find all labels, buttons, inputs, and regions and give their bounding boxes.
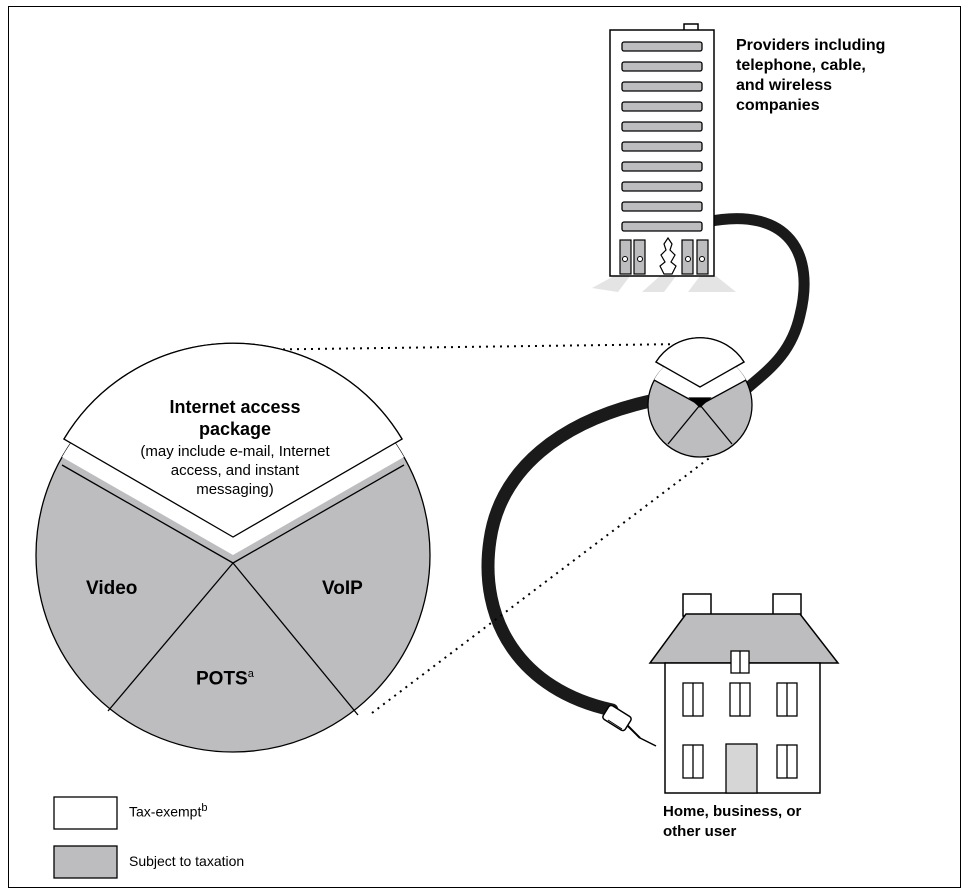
package-title-line: Internet access [169, 397, 301, 417]
provider-building-icon [592, 23, 736, 292]
user-label-line: Home, business, or [663, 803, 802, 820]
package-description-line: access, and instant [170, 462, 300, 479]
legend-exempt-footnote-marker: b [201, 802, 208, 814]
big-pie [35, 342, 431, 753]
segment-label-video: Video [86, 578, 138, 599]
cable-upper [700, 213, 810, 401]
user-house-icon [648, 593, 840, 794]
legend-exempt-text: Tax-exempt [129, 803, 202, 820]
package-title-line: package [198, 419, 272, 439]
legend-label-taxed: Subject to taxation [129, 853, 245, 869]
legend-label-exempt: Tax-exemptb [129, 802, 207, 820]
cable-connector [602, 704, 657, 747]
package-title: Internet access package [110, 396, 360, 440]
user-label: Home, business, or other user [663, 802, 801, 842]
callout-line-bottom [371, 455, 713, 714]
pots-footnote-marker: a [247, 668, 254, 680]
figure-frame [8, 6, 961, 888]
provider-label-line: and wireless [736, 77, 833, 94]
provider-label-line: companies [736, 97, 820, 114]
package-description-line: (may include e-mail, Internet [140, 443, 330, 460]
segment-label-voip: VoIP [322, 578, 363, 599]
provider-label-line: Providers including [736, 37, 886, 54]
segment-label-pots: POTSa [196, 668, 254, 690]
callout-line-top [233, 343, 686, 351]
package-description-line: messaging) [196, 481, 274, 498]
small-pie [647, 337, 753, 458]
package-description: (may include e-mail, Internet access, an… [104, 442, 366, 499]
cable-lower [481, 393, 662, 717]
legend-swatch-exempt [53, 796, 118, 830]
provider-label: Providers including telephone, cable, an… [736, 36, 885, 116]
legend-swatch-taxed [53, 845, 118, 879]
provider-label-line: telephone, cable, [736, 57, 866, 74]
pots-text: POTS [196, 668, 248, 690]
user-label-line: other user [663, 823, 737, 840]
